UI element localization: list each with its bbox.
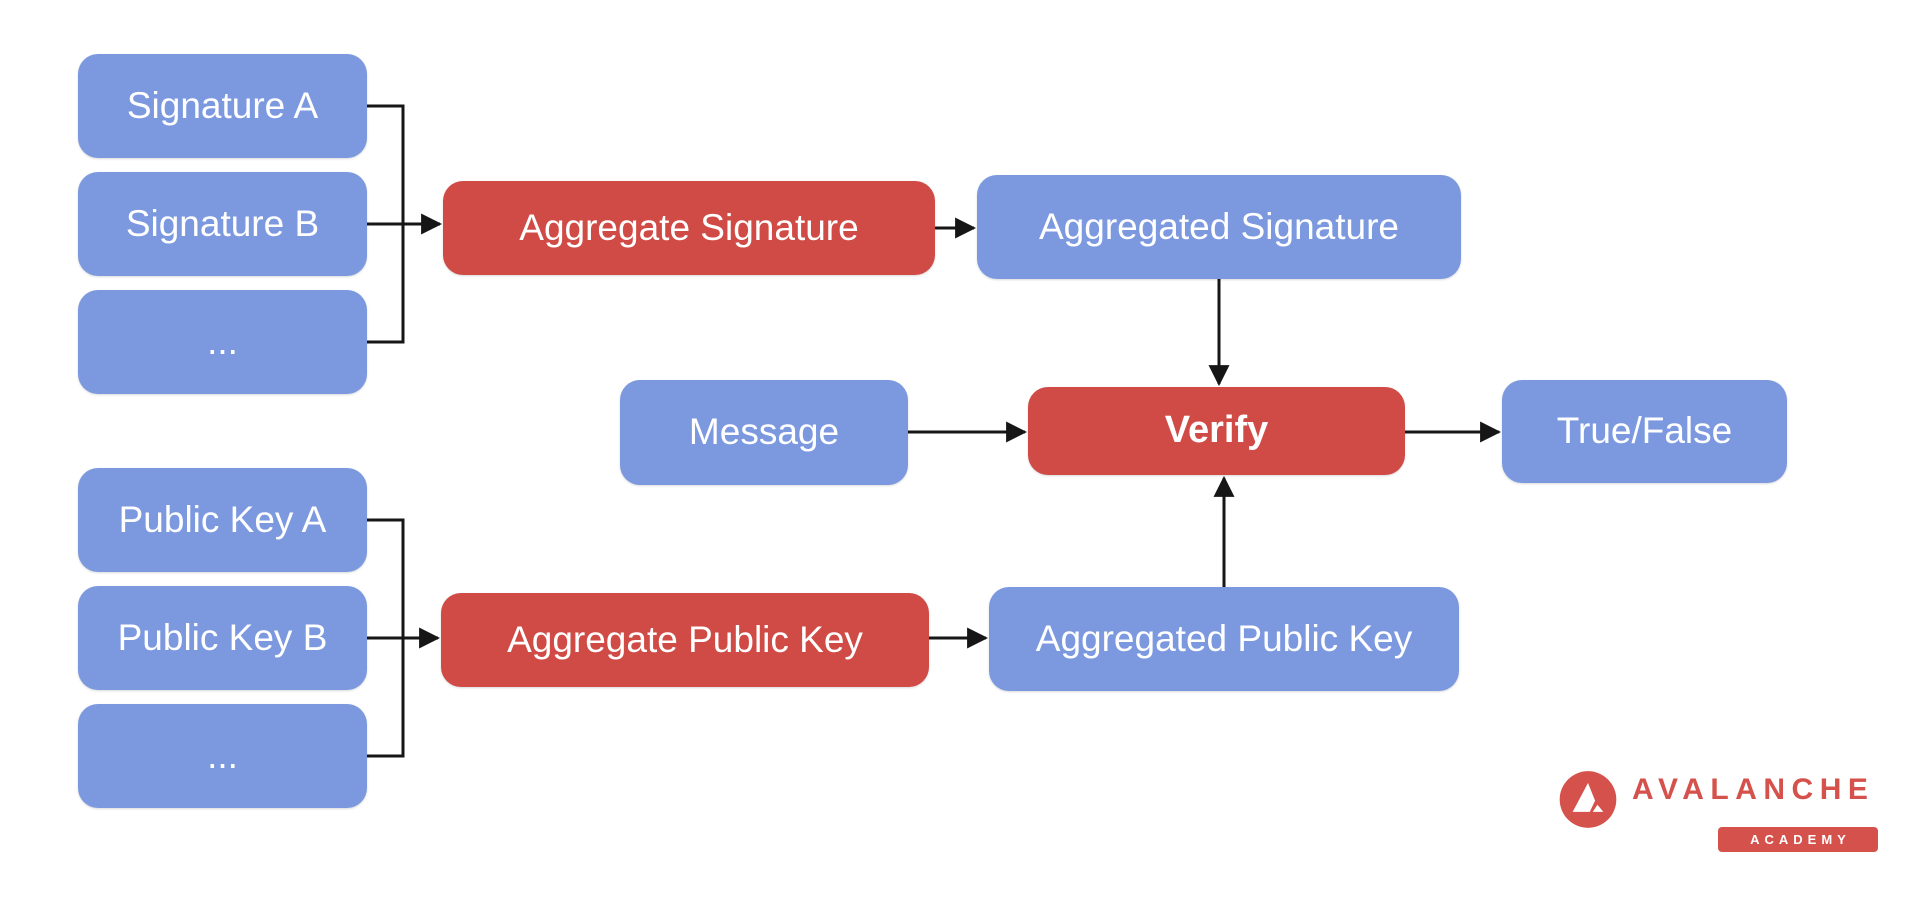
node-signature-more: ... bbox=[78, 290, 367, 394]
node-public-key-b: Public Key B bbox=[78, 586, 367, 690]
node-public-key-a: Public Key A bbox=[78, 468, 367, 572]
node-aggregate-signature: Aggregate Signature bbox=[443, 181, 935, 275]
node-true-false: True/False bbox=[1502, 380, 1787, 483]
node-aggregated-signature: Aggregated Signature bbox=[977, 175, 1461, 279]
node-public-key-more: ... bbox=[78, 704, 367, 808]
node-verify: Verify bbox=[1028, 387, 1405, 475]
bus-public-keys bbox=[367, 518, 405, 758]
node-aggregated-public-key: Aggregated Public Key bbox=[989, 587, 1459, 691]
node-aggregate-public-key: Aggregate Public Key bbox=[441, 593, 929, 687]
avalanche-academy-logo: AVALANCHE ACADEMY bbox=[1558, 770, 1888, 860]
node-message: Message bbox=[620, 380, 908, 485]
logo-brand-text: AVALANCHE bbox=[1632, 773, 1875, 806]
logo-academy-badge: ACADEMY bbox=[1718, 827, 1878, 852]
node-signature-a: Signature A bbox=[78, 54, 367, 158]
bus-signatures bbox=[367, 104, 405, 344]
logo-academy-text: ACADEMY bbox=[1750, 832, 1851, 847]
node-signature-b: Signature B bbox=[78, 172, 367, 276]
avalanche-mountain-icon bbox=[1559, 771, 1617, 828]
